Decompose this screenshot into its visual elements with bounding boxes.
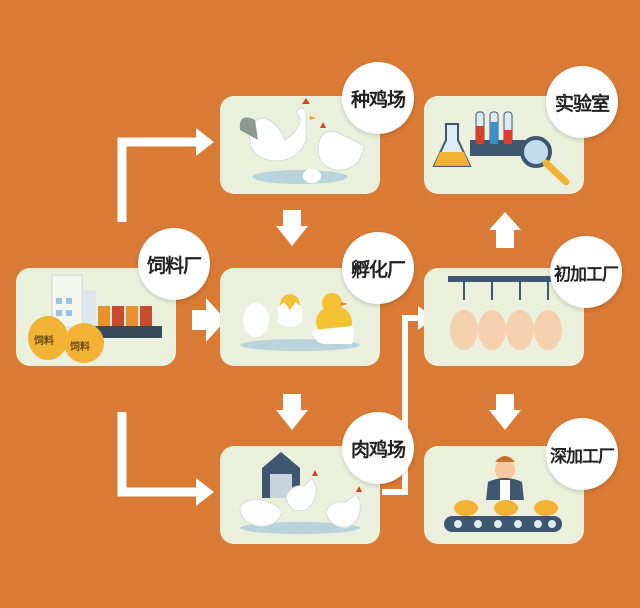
node-label-broiler-farm: 肉鸡场	[342, 412, 414, 484]
worker-icon	[495, 460, 515, 480]
arrow-processing-to-lab	[496, 228, 514, 248]
magnifier-icon	[520, 136, 552, 168]
feed-bag-icon	[28, 316, 68, 360]
hanging-rail-icon	[448, 276, 558, 282]
node-label-laboratory: 实验室	[546, 66, 618, 138]
fried-chicken-icon	[494, 500, 518, 516]
node-label-further-processing: 深加工厂	[546, 418, 618, 490]
node-label-primary-processing: 初加工厂	[550, 236, 622, 308]
rooster-icon	[248, 107, 307, 162]
arrow-feed-to-breeder	[117, 137, 198, 222]
conveyor-belt-icon	[444, 516, 562, 532]
arrow-processing-to-further	[496, 394, 514, 412]
carcass-icon	[450, 310, 478, 350]
arrowhead	[276, 226, 308, 246]
egg-icon	[303, 169, 321, 183]
arrowhead	[196, 478, 214, 506]
arrowhead	[206, 298, 226, 342]
arrow-feed-to-hatchery	[192, 310, 208, 330]
chicken-icon	[285, 477, 317, 512]
arrowhead	[489, 212, 521, 230]
test-tube-rack-icon	[470, 140, 532, 150]
feed-bag-icon	[64, 323, 104, 363]
arrow-hatchery-to-broiler	[283, 394, 301, 412]
chicken-icon	[239, 499, 283, 527]
conveyor-icon	[90, 326, 162, 338]
fried-chicken-icon	[454, 500, 478, 516]
arrowhead	[489, 410, 521, 430]
arrow-breeder-to-hatchery	[283, 210, 301, 228]
hen-icon	[317, 130, 365, 171]
fried-chicken-icon	[534, 500, 558, 516]
egg-icon	[243, 303, 269, 337]
arrow-broiler-to-processing	[382, 315, 420, 495]
node-label-breeder-farm: 种鸡场	[342, 62, 414, 134]
carcass-icon	[534, 310, 562, 350]
feed-bag-label: 饲料	[70, 342, 90, 353]
arrowhead	[196, 128, 214, 156]
node-label-hatchery: 孵化厂	[342, 232, 414, 304]
arrow-feed-to-broiler	[117, 412, 198, 497]
arrowhead	[276, 410, 308, 430]
node-label-feed-mill: 饲料厂	[138, 228, 210, 300]
carcass-icon	[478, 310, 506, 350]
carcass-icon	[506, 310, 534, 350]
chicken-icon	[325, 493, 361, 529]
feed-bag-label: 饲料	[34, 336, 54, 347]
